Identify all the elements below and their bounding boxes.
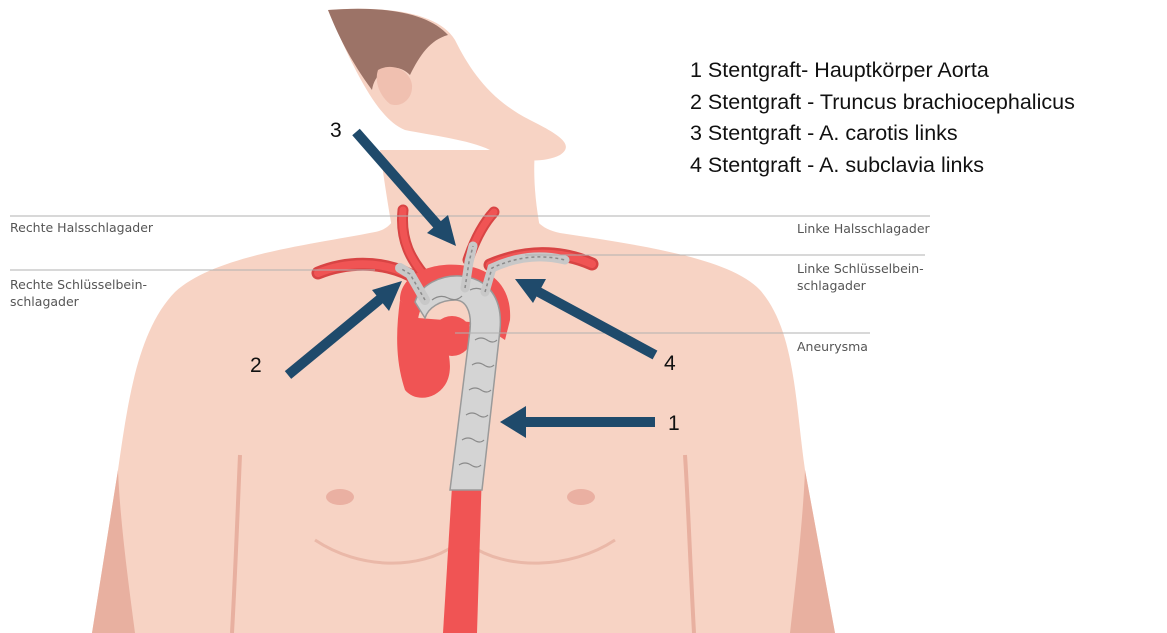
label-left-subclavian-line2: schlagader [797, 278, 867, 293]
legend: 1 Stentgraft- Hauptkörper Aorta 2 Stentg… [690, 55, 1075, 181]
label-right-subclavian-line2: schlagader [10, 294, 80, 309]
arrow-number-1: 1 [668, 412, 680, 435]
label-left-carotid: Linke Halsschlagader [797, 221, 931, 236]
right-nipple [326, 489, 354, 505]
legend-item-1: 1 Stentgraft- Hauptkörper Aorta [690, 55, 1075, 87]
legend-item-2: 2 Stentgraft - Truncus brachiocephalicus [690, 87, 1075, 119]
label-right-subclavian-line1: Rechte Schlüsselbein- [10, 277, 147, 292]
arrow-number-2: 2 [250, 354, 262, 377]
aneurysm [432, 316, 472, 356]
legend-item-3: 3 Stentgraft - A. carotis links [690, 118, 1075, 150]
arrow-number-3: 3 [330, 119, 342, 142]
legend-item-4: 4 Stentgraft - A. subclavia links [690, 150, 1075, 182]
left-nipple [567, 489, 595, 505]
arrow-number-4: 4 [664, 352, 676, 375]
label-right-carotid: Rechte Halsschlagader [10, 220, 154, 235]
label-left-subclavian-line1: Linke Schlüsselbein- [797, 261, 924, 276]
label-aneurysm: Aneurysma [797, 339, 868, 354]
